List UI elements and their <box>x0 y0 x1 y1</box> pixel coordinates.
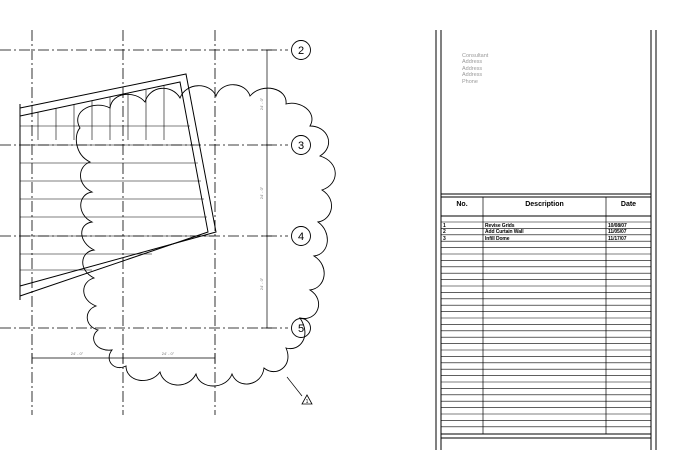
grid-bubble-3[interactable]: 3 <box>291 135 311 155</box>
floor-hatching <box>20 125 214 271</box>
horizontal-dimension[interactable] <box>31 353 216 363</box>
dimension-horizontal-2: 24' - 0" <box>162 351 175 356</box>
revision-date: 10/08/07 <box>608 223 627 229</box>
grid-label-4: 4 <box>298 231 304 243</box>
grid-label-5: 5 <box>298 323 304 335</box>
dimension-vertical-2: 24' - 0" <box>259 186 264 199</box>
header-no: No. <box>456 201 468 208</box>
revision-table <box>441 197 651 434</box>
revision-description: Add Curtain Wall <box>485 229 524 236</box>
consultant-info: Consultant Address Address Address Phone <box>462 53 582 85</box>
grid-bubble-5[interactable]: 5 <box>291 318 311 338</box>
consultant-phone: Phone <box>462 78 478 85</box>
dimension-horizontal-1: 24' - 0" <box>71 351 84 356</box>
consultant-address-2: Address <box>462 65 483 72</box>
revision-tag-number: 1 <box>306 399 309 405</box>
consultant-address-3: Address <box>462 72 483 79</box>
revision-description: Revise Grids <box>485 223 515 229</box>
curtain-wall-mullions <box>37 86 165 140</box>
grid-label-2: 2 <box>298 45 304 57</box>
revision-no: 3 <box>443 235 446 242</box>
revision-no: 1 <box>443 223 446 229</box>
revision-description: Infill Dome <box>485 235 510 242</box>
grid-bubble-2[interactable]: 2 <box>291 40 311 60</box>
building-geometry[interactable] <box>19 73 217 300</box>
grid-lines <box>0 30 288 415</box>
grid-bubbles: 2 3 4 5 <box>291 40 311 338</box>
revision-date: 11/17/07 <box>608 235 627 242</box>
header-date: Date <box>620 201 637 208</box>
grid-label-3: 3 <box>298 140 304 152</box>
header-description: Description <box>525 201 564 208</box>
dimension-vertical-3: 24' - 0" <box>259 277 264 290</box>
revision-date: 11/05/07 <box>608 229 627 236</box>
title-block-frame <box>435 30 657 450</box>
consultant-address-1: Address <box>462 59 483 66</box>
revision-tag[interactable]: 1 <box>286 376 313 405</box>
consultant-name: Consultant <box>462 53 489 59</box>
grid-bubble-4[interactable]: 4 <box>291 226 311 246</box>
revision-no: 2 <box>443 229 446 236</box>
vertical-dimension[interactable] <box>262 49 272 329</box>
dimension-vertical-1: 24' - 0" <box>259 97 264 110</box>
